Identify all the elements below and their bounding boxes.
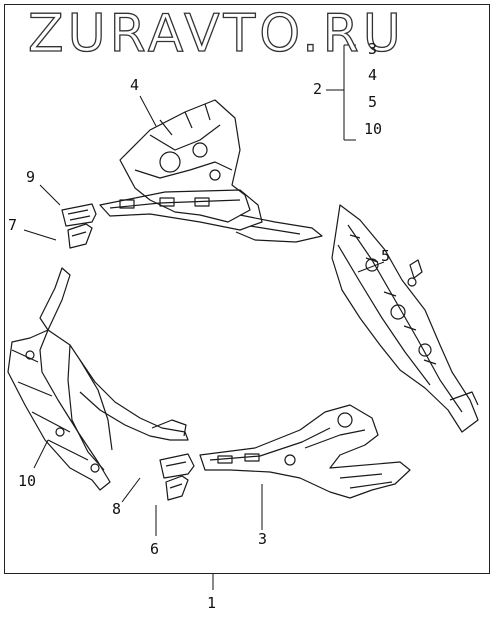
callout-5: 5: [381, 247, 391, 265]
part-10-radiator-frame: [7, 267, 189, 491]
bracket-6: [165, 475, 189, 501]
part-3-left-rail: [199, 404, 411, 499]
callout-6: 6: [150, 540, 160, 558]
callout-7: 7: [8, 216, 18, 234]
callout-5-list: 5: [368, 93, 378, 111]
callout-4-list: 4: [368, 66, 378, 84]
callout-8: 8: [112, 500, 122, 518]
callout-9: 9: [26, 168, 36, 186]
callout-10-list: 10: [364, 120, 383, 138]
part-4-upper-panel: [99, 99, 323, 243]
callout-10: 10: [18, 472, 37, 490]
diagram-frame: [4, 4, 490, 574]
callout-1: 1: [207, 594, 217, 612]
callout-4: 4: [130, 76, 140, 94]
watermark-text: ZURAVTO.RU: [27, 4, 405, 64]
callout-3-list: 3: [368, 40, 378, 58]
bracket-9: [61, 203, 97, 227]
part-5-right-rail: [331, 204, 479, 433]
callout-3: 3: [258, 530, 268, 548]
bracket-8: [159, 453, 195, 479]
callout-2: 2: [313, 80, 323, 98]
leader-lines: [23, 44, 385, 590]
bracket-7: [67, 223, 93, 249]
